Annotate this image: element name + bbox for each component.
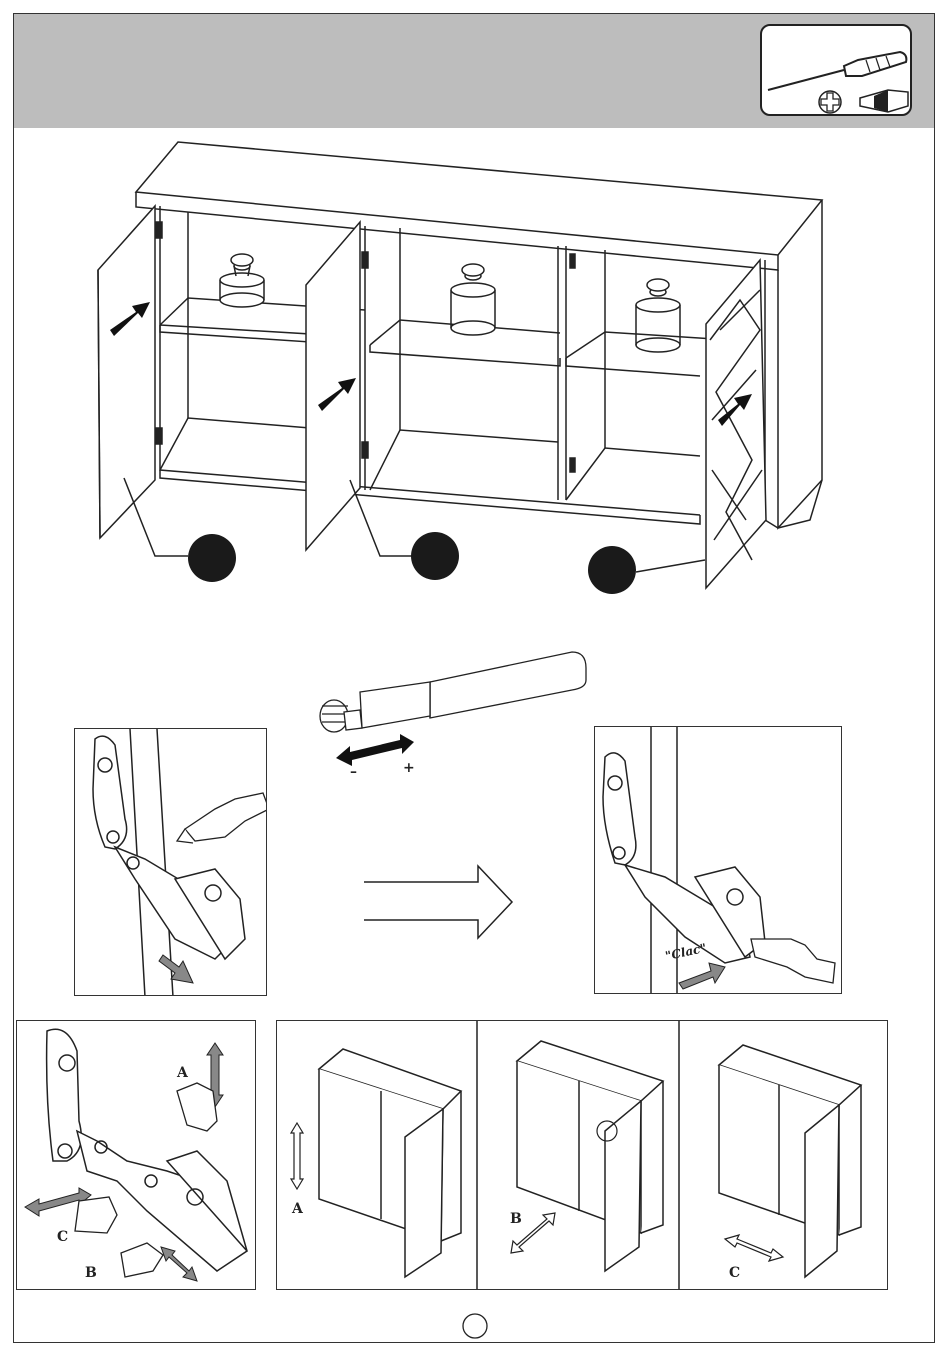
- door-label-c: C: [729, 1265, 740, 1281]
- push-arrow-icon: [679, 963, 725, 989]
- adjust-arrow-a-icon: [291, 1123, 303, 1189]
- page-number-circle: [463, 1314, 487, 1338]
- adjust-label-a: A: [177, 1065, 188, 1081]
- damper-adjuster-icon: [320, 652, 586, 732]
- hinge-adjust-panel: A C B: [16, 1020, 256, 1290]
- cabinet-b-icon: [517, 1041, 663, 1271]
- weight-icon: [220, 254, 264, 307]
- weight-icon: [451, 264, 495, 335]
- push-arrow-icon: [159, 955, 193, 983]
- adjust-arrow-b-icon: [161, 1247, 197, 1281]
- pointing-hand-icon: [751, 939, 835, 983]
- weight-icon: [636, 279, 680, 352]
- adjust-arrow-c-icon: [725, 1235, 783, 1261]
- adjuster-plus-label: +: [403, 760, 415, 776]
- step-marker-2: [411, 532, 459, 580]
- adjust-label-b: B: [85, 1265, 97, 1281]
- door-label-b: B: [510, 1211, 522, 1227]
- adjuster-minus-label: –: [350, 764, 357, 780]
- pointing-hand-icon: [177, 793, 267, 843]
- cabinet-a-icon: [319, 1049, 461, 1277]
- door-adjust-panel: A B C: [276, 1020, 888, 1290]
- direction-arrow-icon: [364, 866, 512, 938]
- hinge-after-panel: "Clac": [594, 726, 842, 994]
- step-marker-1: [188, 534, 236, 582]
- push-arrow-icon: [110, 302, 752, 426]
- adjust-label-c: C: [57, 1229, 68, 1245]
- hinge-before-panel: [74, 728, 267, 996]
- door-label-a: A: [292, 1201, 303, 1217]
- step-marker-3: [588, 546, 636, 594]
